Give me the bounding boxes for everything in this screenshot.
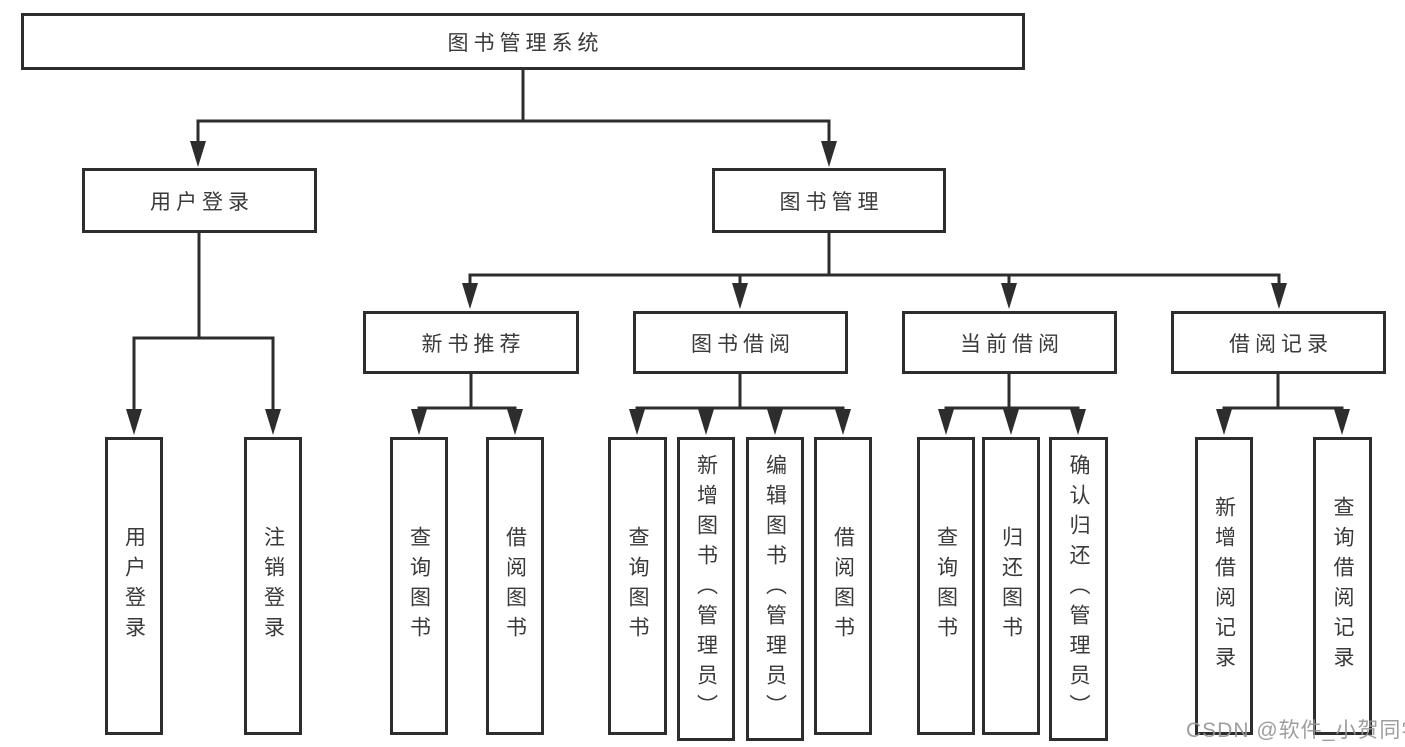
node-label: 图书管理系统 xyxy=(447,31,604,55)
leaf-edit-book-admin: 编辑图书（管理员） xyxy=(746,437,804,741)
node-user-login: 用户登录 xyxy=(82,168,317,233)
node-label: 图书借阅 xyxy=(691,332,795,356)
node-label: 查询图书 xyxy=(934,526,958,646)
leaf-confirm-return-admin: 确认归还（管理员） xyxy=(1049,437,1108,741)
node-label: 查询借阅记录 xyxy=(1331,496,1354,676)
node-label: 用户登录 xyxy=(122,526,146,646)
node-label: 归还图书 xyxy=(999,526,1023,646)
node-label: 当前借阅 xyxy=(960,332,1064,356)
node-label: 查询图书 xyxy=(407,526,431,646)
node-label: 用户登录 xyxy=(150,190,254,214)
leaf-query-books-recommendation: 查询图书 xyxy=(390,437,448,735)
node-label: 确认归还（管理员） xyxy=(1067,454,1090,724)
leaf-borrow-books-borrowing: 借阅图书 xyxy=(814,437,872,735)
leaf-query-borrow-record: 查询借阅记录 xyxy=(1313,437,1372,735)
node-label: 编辑图书（管理员） xyxy=(763,454,787,724)
leaf-add-borrow-record: 新增借阅记录 xyxy=(1195,437,1253,735)
node-book-management: 图书管理 xyxy=(712,168,946,233)
node-label: 图书管理 xyxy=(779,190,884,214)
node-label: 借阅记录 xyxy=(1229,332,1333,356)
node-borrowing-records: 借阅记录 xyxy=(1171,311,1386,374)
leaf-query-books-current: 查询图书 xyxy=(917,437,975,735)
leaf-add-book-admin: 新增图书（管理员） xyxy=(677,437,735,741)
node-label: 新增图书（管理员） xyxy=(694,454,718,724)
leaf-borrow-books-recommendation: 借阅图书 xyxy=(486,437,544,735)
node-current-borrowing: 当前借阅 xyxy=(902,311,1117,374)
node-label: 新增借阅记录 xyxy=(1212,496,1236,676)
node-new-book-recommendation: 新书推荐 xyxy=(363,311,579,374)
leaf-user-login: 用户登录 xyxy=(105,437,163,735)
node-book-borrowing: 图书借阅 xyxy=(633,311,848,374)
node-label: 查询图书 xyxy=(626,526,649,646)
leaf-query-books-borrowing: 查询图书 xyxy=(608,437,667,735)
csdn-watermark: CSDN @软件_小贺同学 xyxy=(1186,719,1405,742)
leaf-return-book: 归还图书 xyxy=(982,437,1040,735)
node-label: 新书推荐 xyxy=(421,332,526,356)
node-label: 注销登录 xyxy=(261,526,285,646)
arrowheads xyxy=(126,141,1350,435)
node-label: 借阅图书 xyxy=(503,526,527,646)
node-label: 借阅图书 xyxy=(831,526,855,646)
node-library-management-system: 图书管理系统 xyxy=(21,13,1025,70)
leaf-logout: 注销登录 xyxy=(244,437,302,735)
